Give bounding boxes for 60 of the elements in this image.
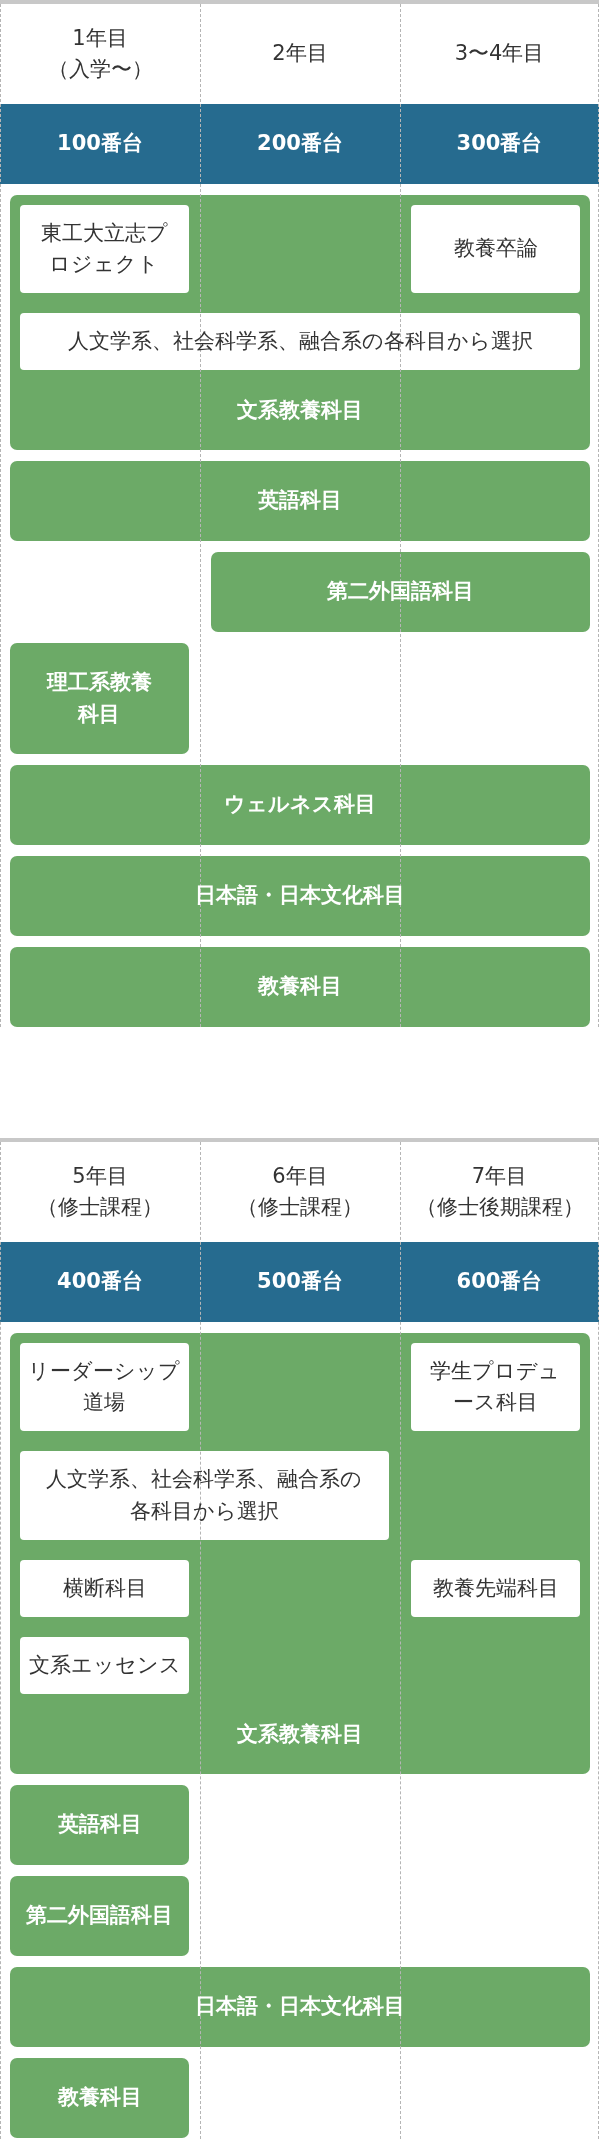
group-title: 文系教養科目: [237, 397, 363, 424]
course-label: 英語科目: [258, 487, 342, 515]
course-label: 日本語・日本文化科目: [195, 882, 405, 910]
course-box: [20, 1343, 189, 1431]
course-bar: [10, 947, 590, 1027]
course-group-panel: [10, 195, 590, 450]
course-box: [411, 205, 580, 293]
course-label: 文系エッセンス: [28, 1651, 181, 1679]
number-band-cell: [400, 104, 599, 184]
course-label: ウェルネス科目: [224, 791, 376, 819]
course-bar: [10, 1785, 189, 1865]
course-label: リーダーシップ道場: [27, 1357, 182, 1416]
course-bar: [10, 1967, 590, 2047]
course-bar: [10, 2058, 189, 2138]
course-box: [20, 313, 580, 370]
course-label: 理工系教養科目: [45, 669, 153, 728]
number-band-cell: [200, 1242, 400, 1322]
number-band-cell: [400, 1242, 599, 1322]
course-box: [20, 1637, 189, 1694]
column-header: 6年目（修士課程）: [236, 1162, 364, 1221]
column-header: 1年目（入学〜）: [46, 24, 154, 83]
course-label: 教養卒論: [453, 235, 538, 263]
course-number-label: 600番台: [456, 1268, 543, 1296]
course-label: 横断科目: [62, 1574, 147, 1602]
course-bar: [10, 856, 590, 936]
course-box: [20, 1451, 389, 1540]
course-label: 日本語・日本文化科目: [195, 1993, 405, 2021]
column-header: 7年目（修士後期課程）: [414, 1162, 585, 1221]
course-box: [411, 1343, 580, 1431]
course-number-label: 400番台: [57, 1268, 143, 1296]
course-box: [20, 1560, 189, 1617]
course-label: 人文学系、社会科学系、融合系の各科目から選択: [45, 1466, 364, 1525]
course-label: 人文学系、社会科学系、融合系の各科目から選択: [67, 327, 533, 355]
course-box: [20, 205, 189, 293]
course-number-label: 200番台: [257, 130, 343, 158]
course-bar: [10, 765, 590, 845]
course-box: [411, 1560, 580, 1617]
course-bar: [10, 643, 189, 754]
column-header: 2年目: [272, 40, 328, 68]
course-bar: [10, 461, 590, 541]
number-band-cell: [200, 104, 400, 184]
course-label: 学生プロデュース科目: [429, 1357, 562, 1416]
column-header: 3〜4年目: [454, 40, 545, 68]
course-number-label: 500番台: [257, 1268, 343, 1296]
course-label: 東工大立志プロジェクト: [40, 219, 169, 278]
course-label: 教養先端科目: [432, 1574, 559, 1602]
group-title: 文系教養科目: [237, 1721, 363, 1748]
course-label: 英語科目: [57, 1811, 142, 1839]
course-group-panel: [10, 1333, 590, 1774]
number-band-cell: [0, 104, 200, 184]
number-band-cell: [0, 1242, 200, 1322]
course-number-label: 300番台: [456, 130, 543, 158]
course-label: 教養科目: [258, 973, 342, 1001]
course-label: 第二外国語科目: [327, 578, 474, 606]
course-number-label: 100番台: [57, 130, 143, 158]
column-header: 5年目（修士課程）: [36, 1162, 164, 1221]
course-bar: [10, 1876, 189, 1956]
course-label: 教養科目: [57, 2084, 142, 2112]
course-label: 第二外国語科目: [26, 1902, 173, 1930]
course-bar: [211, 552, 590, 632]
